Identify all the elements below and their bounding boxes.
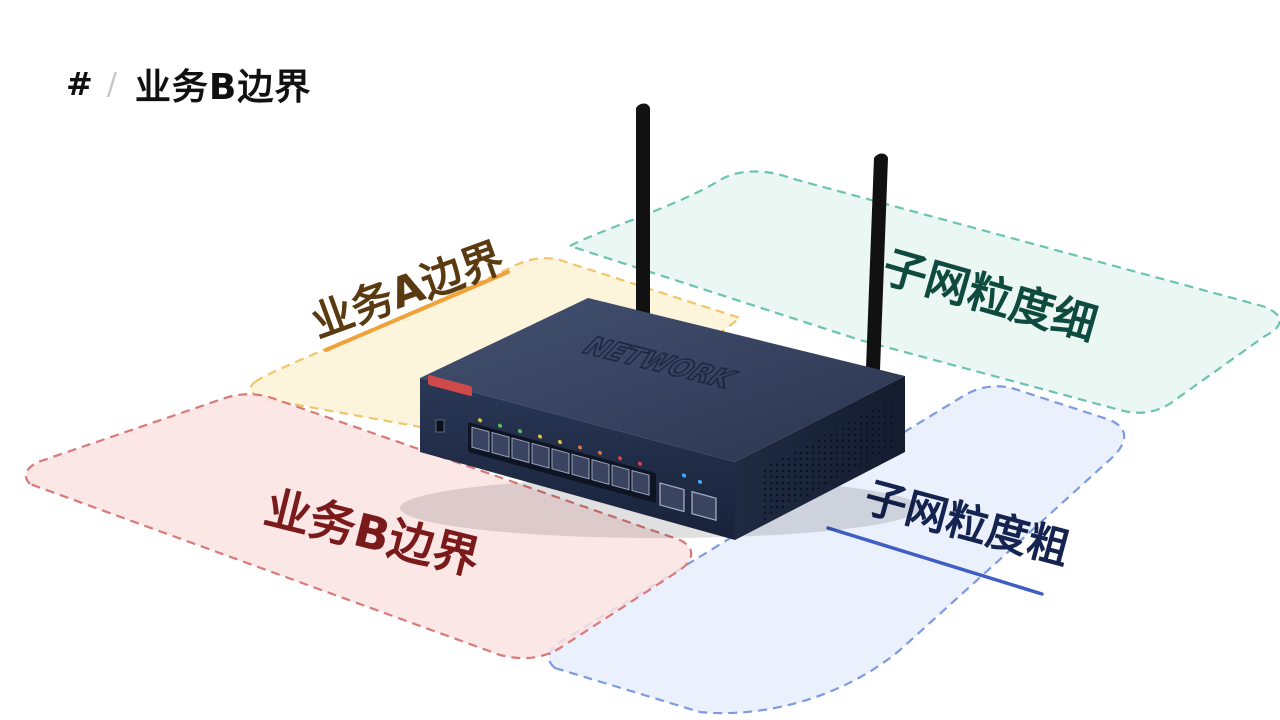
lan-port-array — [468, 418, 656, 503]
power-button-icon — [435, 419, 445, 433]
antenna-right — [866, 153, 888, 370]
hash-mark: # — [66, 65, 93, 103]
business-a-underline — [324, 270, 510, 352]
router-device: NETWORK — [400, 103, 920, 540]
wan-port-array — [659, 473, 717, 521]
subnet-coarse-underline — [826, 526, 1044, 596]
breadcrumb-separator: / — [106, 66, 117, 102]
zone-subnet-fine — [567, 170, 1280, 414]
antenna-left — [636, 103, 650, 318]
zone-subnet-coarse — [547, 385, 1126, 715]
router-brand-logo — [428, 375, 472, 397]
page-title: 业务B边界 — [134, 67, 312, 108]
slide-header: # / 业务B边界 — [66, 58, 311, 110]
zone-business-b — [24, 393, 693, 660]
